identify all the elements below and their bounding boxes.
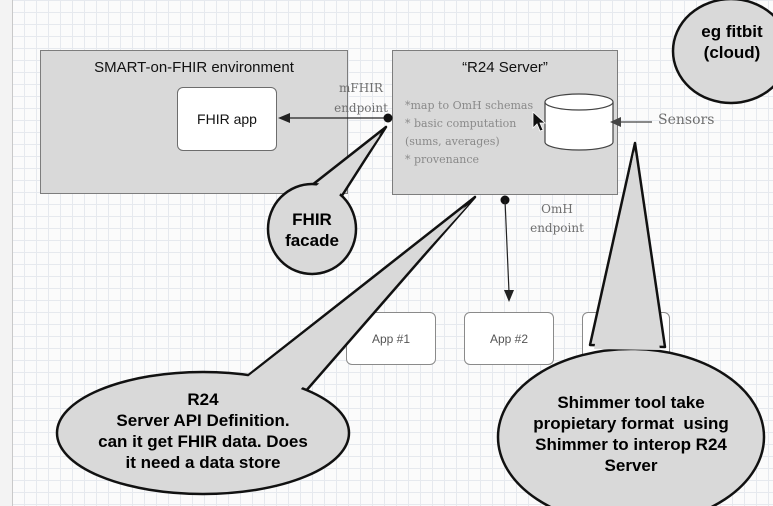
omh-arrowhead (504, 290, 514, 302)
fhir-facade-bubble (266, 125, 388, 276)
shimmer-bubble-text: Shimmer tool take propietary format usin… (533, 393, 729, 475)
note-line: * provenance (405, 153, 480, 166)
note-line: * basic computation (405, 117, 517, 130)
r24-server-notes: *map to OmH schemas * basic computation … (405, 97, 533, 169)
shimmer-bubble (496, 141, 766, 506)
smart-env-title: SMART-on-FHIR environment (94, 59, 294, 76)
r24-server-title: “R24 Server” (462, 59, 548, 76)
r24-api-bubble-text: R24 Server API Definition. can it get FH… (98, 390, 308, 472)
mfhir-arrowhead (278, 113, 290, 123)
left-margin-rule (0, 0, 13, 506)
fhir-facade-bubble-text: FHIR facade (285, 210, 339, 250)
app-2-box[interactable]: App #2 (464, 312, 554, 365)
note-line: *map to OmH schemas (405, 99, 534, 112)
note-line: (sums, averages) (405, 135, 500, 148)
fhir-app-box[interactable]: FHIR app (177, 87, 277, 151)
mouse-pointer-icon (532, 111, 547, 132)
smart-on-fhir-environment-box[interactable]: SMART-on-FHIR environment FHIR app (40, 50, 348, 194)
fitbit-bubble-text: eg fitbit (cloud) (701, 22, 763, 62)
sensors-label: Sensors (658, 112, 715, 128)
mfhir-endpoint-label: mFHIR endpoint (334, 81, 388, 115)
omh-endpoint-label: OmH endpoint (530, 202, 584, 235)
mfhir-endpoint-dot (383, 113, 393, 123)
database-icon (544, 93, 614, 151)
omh-arrow-line (504, 199, 510, 293)
sensors-arrowhead (610, 117, 621, 127)
r24-api-bubble (55, 195, 477, 496)
fitbit-bubble (671, 0, 773, 105)
